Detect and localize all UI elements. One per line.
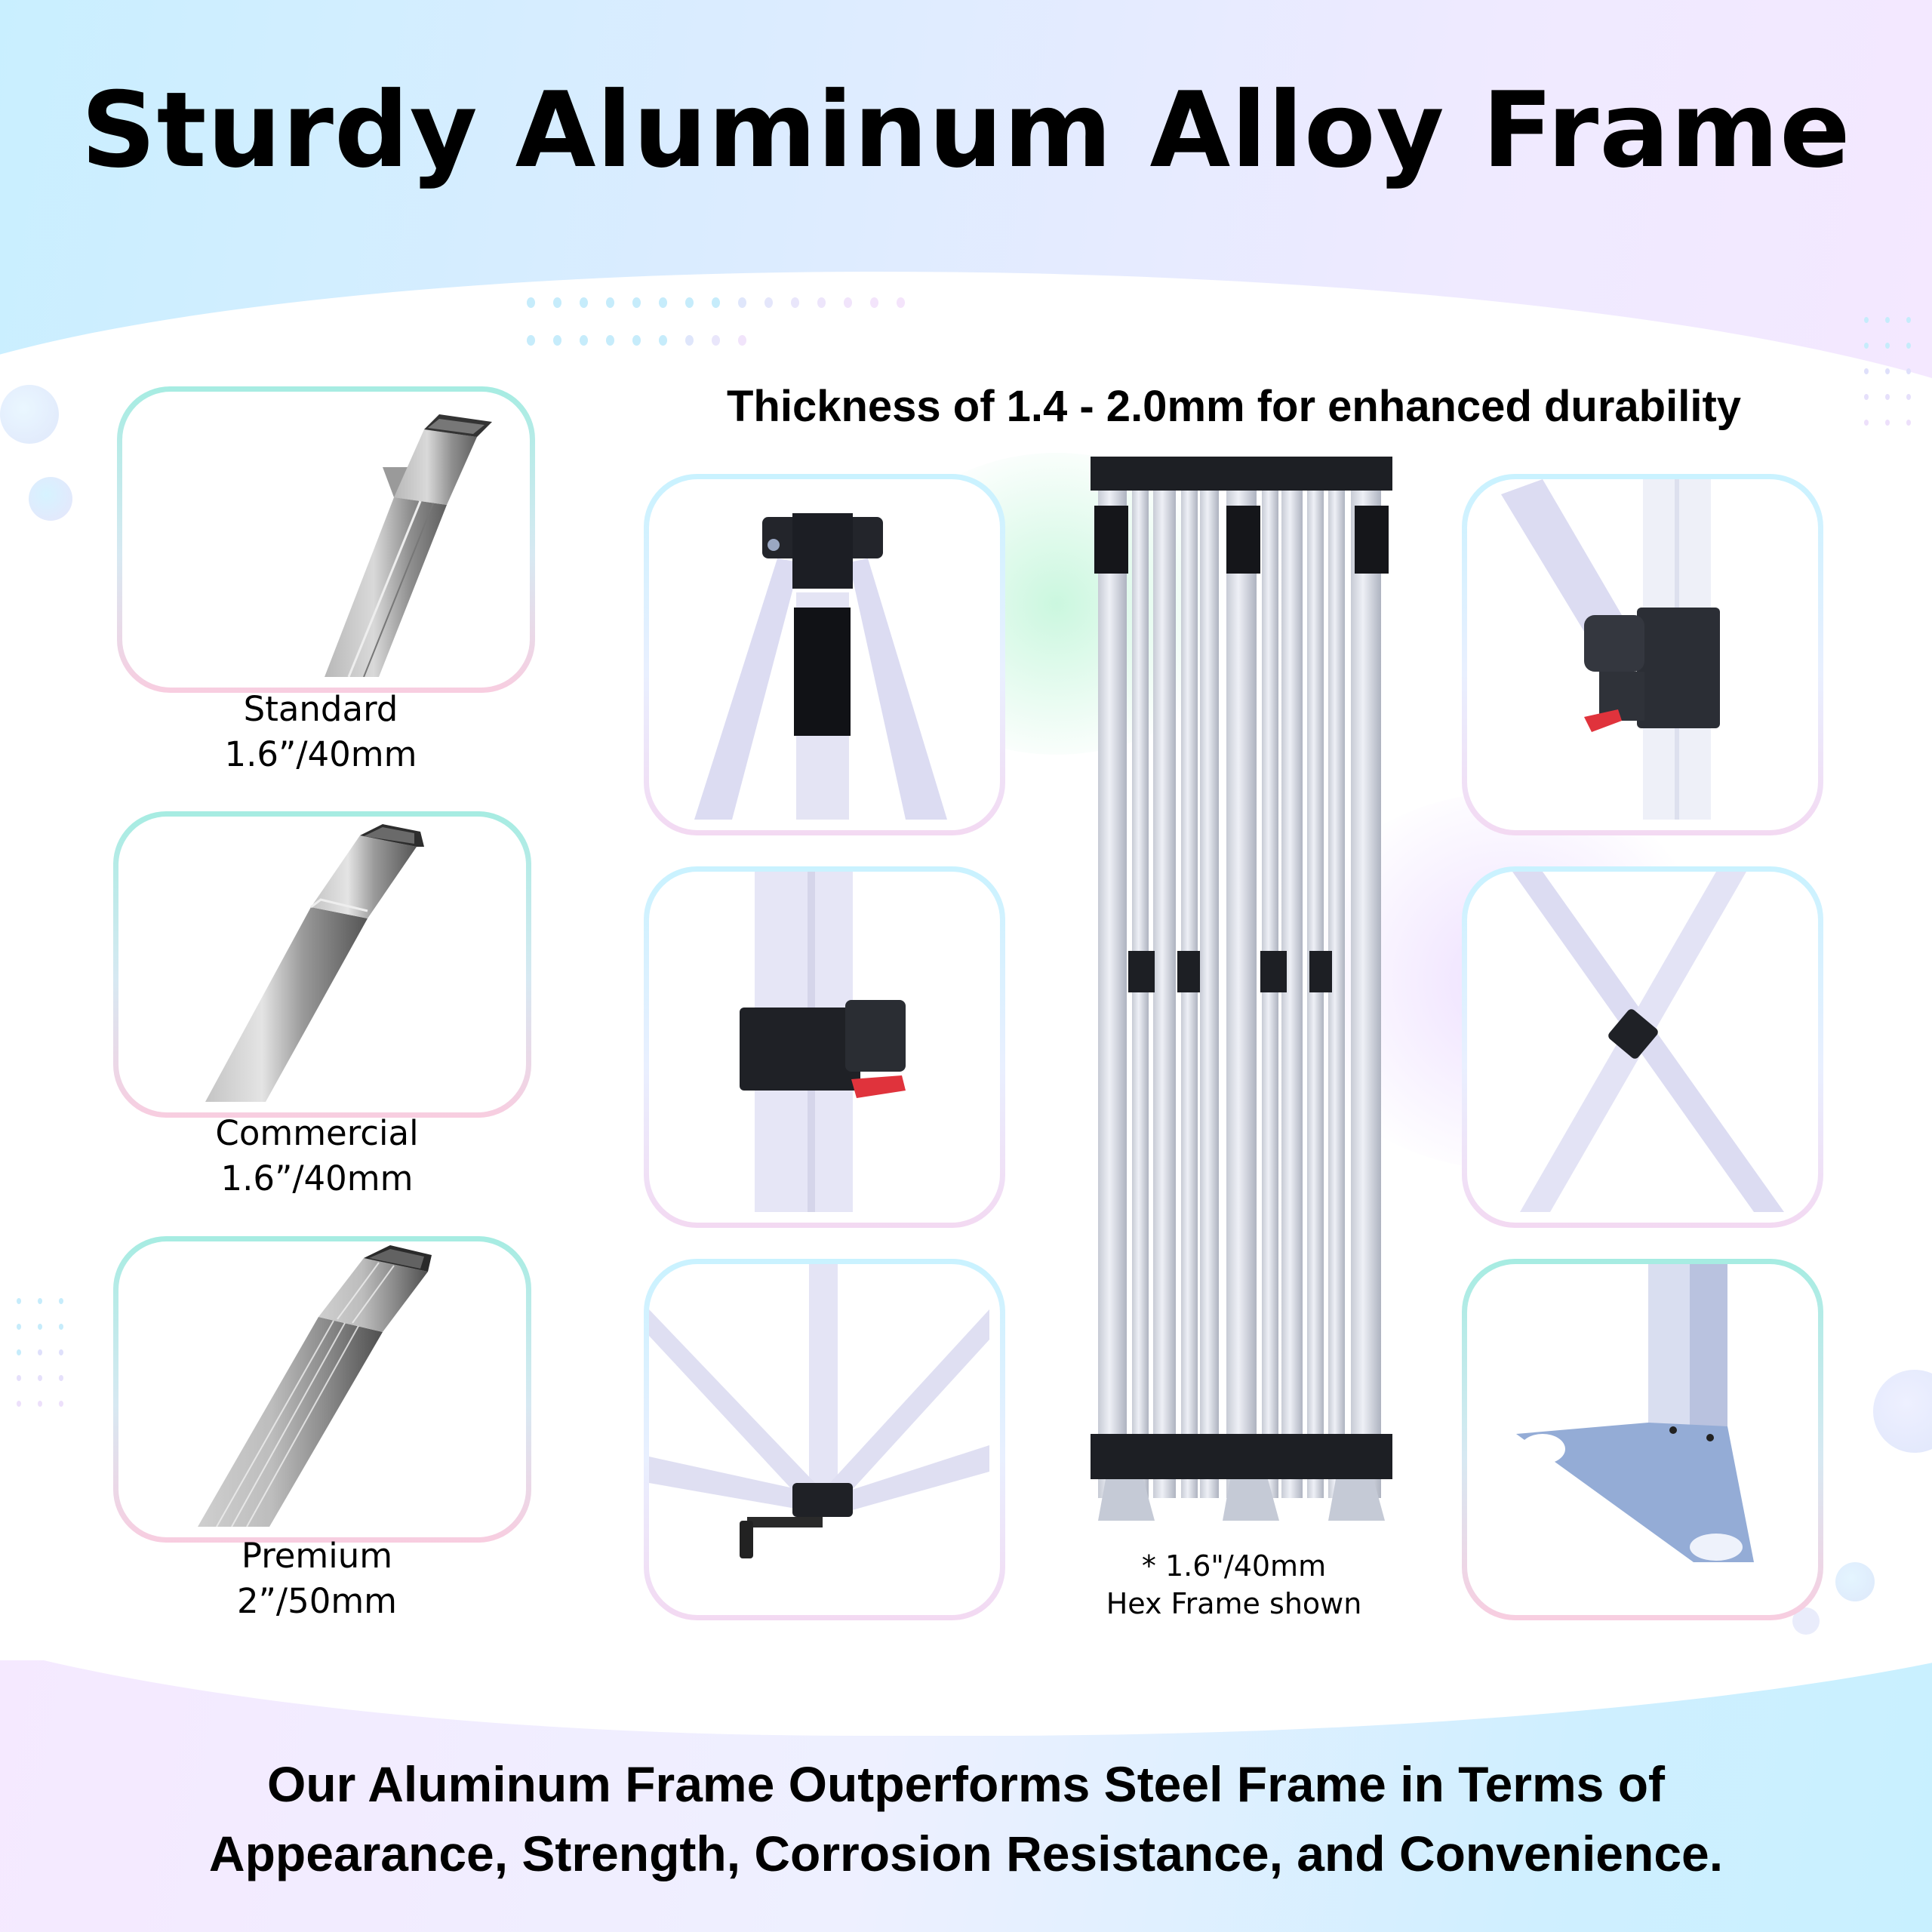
photo-side-bracket xyxy=(1462,474,1823,835)
center-hub-photo xyxy=(649,1264,989,1558)
footer-line-2: Appearance, Strength, Corrosion Resistan… xyxy=(208,1826,1724,1881)
square-tube-icon xyxy=(325,414,492,677)
side-bracket-photo xyxy=(1501,479,1720,820)
tube-card-commercial xyxy=(113,811,531,1118)
folded-frame-photo xyxy=(1087,457,1396,1528)
decorative-bubble xyxy=(1873,1370,1932,1453)
decorative-dots-right xyxy=(1864,317,1911,426)
ribbed-hex-tube-icon xyxy=(198,1245,432,1527)
photo-slider-lock xyxy=(644,866,1005,1228)
frame-caption-size: * 1.6"/40mm xyxy=(1141,1549,1327,1583)
tube-size: 1.6”/40mm xyxy=(220,1158,414,1198)
tube-card-standard xyxy=(117,386,535,693)
photo-center-hub xyxy=(644,1259,1005,1620)
footer-line-1: Our Aluminum Frame Outperforms Steel Fra… xyxy=(266,1756,1666,1812)
tube-label-premium: Premium 2”/50mm xyxy=(166,1534,468,1624)
x-truss-photo xyxy=(1512,872,1784,1212)
decorative-dots-left xyxy=(17,1298,63,1407)
folded-frame-illustration xyxy=(1091,457,1392,1521)
hex-tube-icon xyxy=(205,824,424,1102)
decorative-bubble xyxy=(1835,1562,1875,1601)
thickness-subtitle: Thickness of 1.4 - 2.0mm for enhanced du… xyxy=(726,382,1742,431)
tube-size: 2”/50mm xyxy=(236,1581,398,1621)
decorative-bubble xyxy=(0,385,59,444)
tube-label-standard: Standard 1.6”/40mm xyxy=(170,687,472,777)
corner-connector-photo xyxy=(694,513,947,820)
tube-name: Premium xyxy=(241,1536,393,1576)
decorative-dots-top-2 xyxy=(527,335,746,346)
tube-label-commercial: Commercial 1.6”/40mm xyxy=(166,1111,468,1201)
tube-name: Commercial xyxy=(215,1113,419,1153)
footer-claim: Our Aluminum Frame Outperforms Steel Fra… xyxy=(0,1749,1932,1888)
page-title: Sturdy Aluminum Alloy Frame xyxy=(81,69,1851,191)
foot-plate-photo xyxy=(1516,1264,1754,1562)
decorative-dots-top xyxy=(527,297,905,308)
photo-top-corner-connector xyxy=(644,474,1005,835)
tube-card-premium xyxy=(113,1236,531,1543)
slider-lock-photo xyxy=(740,872,906,1212)
photo-x-truss-joint xyxy=(1462,866,1823,1228)
decorative-bubble xyxy=(29,477,72,521)
tube-size: 1.6”/40mm xyxy=(224,734,417,774)
frame-caption: * 1.6"/40mm Hex Frame shown xyxy=(1087,1547,1381,1623)
tube-name: Standard xyxy=(243,689,398,729)
photo-foot-plate xyxy=(1462,1259,1823,1620)
frame-caption-note: Hex Frame shown xyxy=(1106,1587,1362,1620)
